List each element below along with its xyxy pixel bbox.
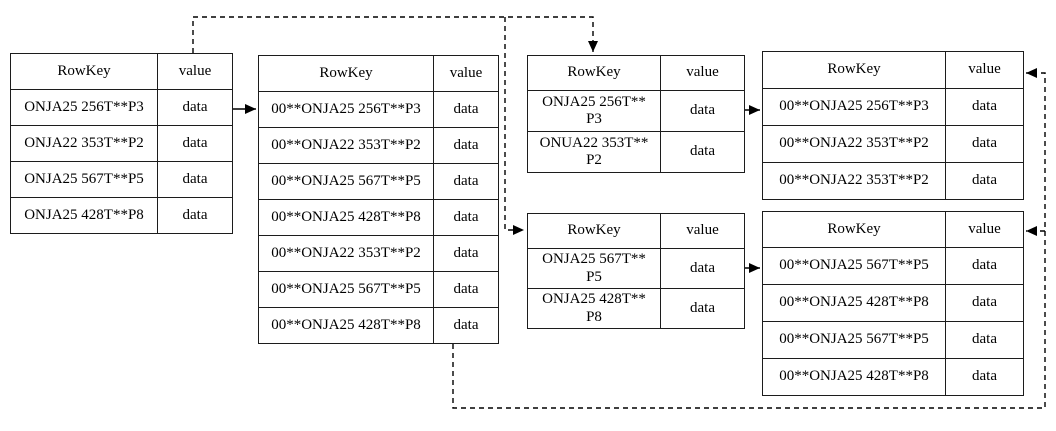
rowkey-cell: 00**ONJA22 353T**P2 [258, 127, 434, 164]
table-row: 00**ONJA25 428T**P8 data [762, 284, 1024, 322]
rowkey-cell: 00**ONJA25 256T**P3 [258, 91, 434, 128]
table-row: ONJA25 567T** P5 data [527, 248, 745, 289]
value-header: value [157, 53, 233, 90]
value-cell: data [433, 235, 499, 272]
rowkey-cell: ONJA25 567T** P5 [527, 248, 661, 289]
table-row: ONJA25 256T**P3 data [10, 89, 233, 126]
table-row: 00**ONJA25 428T**P8 data [258, 307, 499, 344]
value-cell: data [157, 125, 233, 162]
rowkey-cell: 00**ONJA25 428T**P8 [762, 284, 946, 322]
header-row: RowKey value [527, 213, 745, 249]
table-row: 00**ONJA25 567T**P5 data [258, 163, 499, 200]
rowkey-cell: 00**ONJA25 428T**P8 [258, 307, 434, 344]
table-row: ONJA22 353T**P2 data [10, 125, 233, 162]
value-cell: data [157, 161, 233, 198]
value-header: value [945, 51, 1024, 89]
rowkey-header: RowKey [10, 53, 158, 90]
header-row: RowKey value [762, 211, 1024, 248]
value-cell: data [945, 284, 1024, 322]
value-header: value [945, 211, 1024, 248]
rowkey-cell: ONJA25 428T** P8 [527, 288, 661, 329]
rowkey-cell: 00**ONJA25 567T**P5 [258, 271, 434, 308]
value-cell: data [660, 248, 745, 289]
rowkey-cell: ONJA22 353T**P2 [10, 125, 158, 162]
rowkey-header: RowKey [762, 51, 946, 89]
value-cell: data [433, 307, 499, 344]
table-row: 00**ONJA25 567T**P5 data [258, 271, 499, 308]
rowkey-header: RowKey [527, 213, 661, 249]
table-row: ONJA25 428T**P8 data [10, 197, 233, 234]
value-cell: data [660, 288, 745, 329]
rowkey-table-6: RowKey value 00**ONJA25 567T**P5 data 00… [762, 211, 1024, 396]
table-row: 00**ONJA25 567T**P5 data [762, 247, 1024, 285]
rowkey-cell: ONJA25 567T**P5 [10, 161, 158, 198]
header-row: RowKey value [527, 55, 745, 91]
rowkey-cell: ONUA22 353T** P2 [527, 131, 661, 173]
value-cell: data [945, 321, 1024, 359]
rowkey-cell: 00**ONJA25 428T**P8 [258, 199, 434, 236]
value-cell: data [945, 88, 1024, 126]
value-cell: data [433, 199, 499, 236]
value-cell: data [660, 131, 745, 173]
value-cell: data [157, 197, 233, 234]
table-row: ONJA25 567T**P5 data [10, 161, 233, 198]
rowkey-table-3: RowKey value ONJA25 256T** P3 data ONUA2… [527, 55, 745, 173]
rowkey-header: RowKey [258, 55, 434, 92]
dashed-connector-branch-to-table4 [504, 17, 524, 235]
table-row: 00**ONJA25 256T**P3 data [762, 88, 1024, 126]
table-row: 00**ONJA25 428T**P8 data [258, 199, 499, 236]
rowkey-table-4: RowKey value ONJA25 567T** P5 data ONJA2… [527, 213, 745, 329]
header-row: RowKey value [762, 51, 1024, 89]
value-header: value [660, 55, 745, 91]
rowkey-table-1: RowKey value ONJA25 256T**P3 data ONJA22… [10, 53, 233, 234]
table-row: 00**ONJA22 353T**P2 data [258, 235, 499, 272]
header-row: RowKey value [258, 55, 499, 92]
table-row: ONJA25 256T** P3 data [527, 90, 745, 132]
header-row: RowKey value [10, 53, 233, 90]
dashed-connector-table1-to-table3 [192, 16, 598, 53]
value-cell: data [433, 271, 499, 308]
rowkey-cell: ONJA25 256T** P3 [527, 90, 661, 132]
table-row: 00**ONJA22 353T**P2 data [258, 127, 499, 164]
rowkey-cell: 00**ONJA25 428T**P8 [762, 358, 946, 396]
table-row: 00**ONJA22 353T**P2 data [762, 162, 1024, 200]
table-row: 00**ONJA22 353T**P2 data [762, 125, 1024, 163]
value-cell: data [433, 163, 499, 200]
value-cell: data [945, 247, 1024, 285]
value-header: value [660, 213, 745, 249]
rowkey-cell: ONJA25 428T**P8 [10, 197, 158, 234]
table-row: ONUA22 353T** P2 data [527, 131, 745, 173]
table-row: 00**ONJA25 428T**P8 data [762, 358, 1024, 396]
value-cell: data [945, 162, 1024, 200]
rowkey-cell: ONJA25 256T**P3 [10, 89, 158, 126]
value-cell: data [945, 125, 1024, 163]
rowkey-cell: 00**ONJA22 353T**P2 [762, 162, 946, 200]
rowkey-cell: 00**ONJA25 567T**P5 [762, 321, 946, 359]
rowkey-cell: 00**ONJA25 567T**P5 [258, 163, 434, 200]
value-cell: data [945, 358, 1024, 396]
table-row: ONJA25 428T** P8 data [527, 288, 745, 329]
rowkey-header: RowKey [762, 211, 946, 248]
rowkey-cell: 00**ONJA25 256T**P3 [762, 88, 946, 126]
rowkey-table-2: RowKey value 00**ONJA25 256T**P3 data 00… [258, 55, 499, 344]
value-cell: data [433, 91, 499, 128]
table-row: 00**ONJA25 567T**P5 data [762, 321, 1024, 359]
value-cell: data [157, 89, 233, 126]
rowkey-cell: 00**ONJA25 567T**P5 [762, 247, 946, 285]
value-cell: data [433, 127, 499, 164]
table-row: 00**ONJA25 256T**P3 data [258, 91, 499, 128]
rowkey-table-5: RowKey value 00**ONJA25 256T**P3 data 00… [762, 51, 1024, 200]
rowkey-cell: 00**ONJA22 353T**P2 [762, 125, 946, 163]
value-header: value [433, 55, 499, 92]
rowkey-cell: 00**ONJA22 353T**P2 [258, 235, 434, 272]
rowkey-header: RowKey [527, 55, 661, 91]
value-cell: data [660, 90, 745, 132]
